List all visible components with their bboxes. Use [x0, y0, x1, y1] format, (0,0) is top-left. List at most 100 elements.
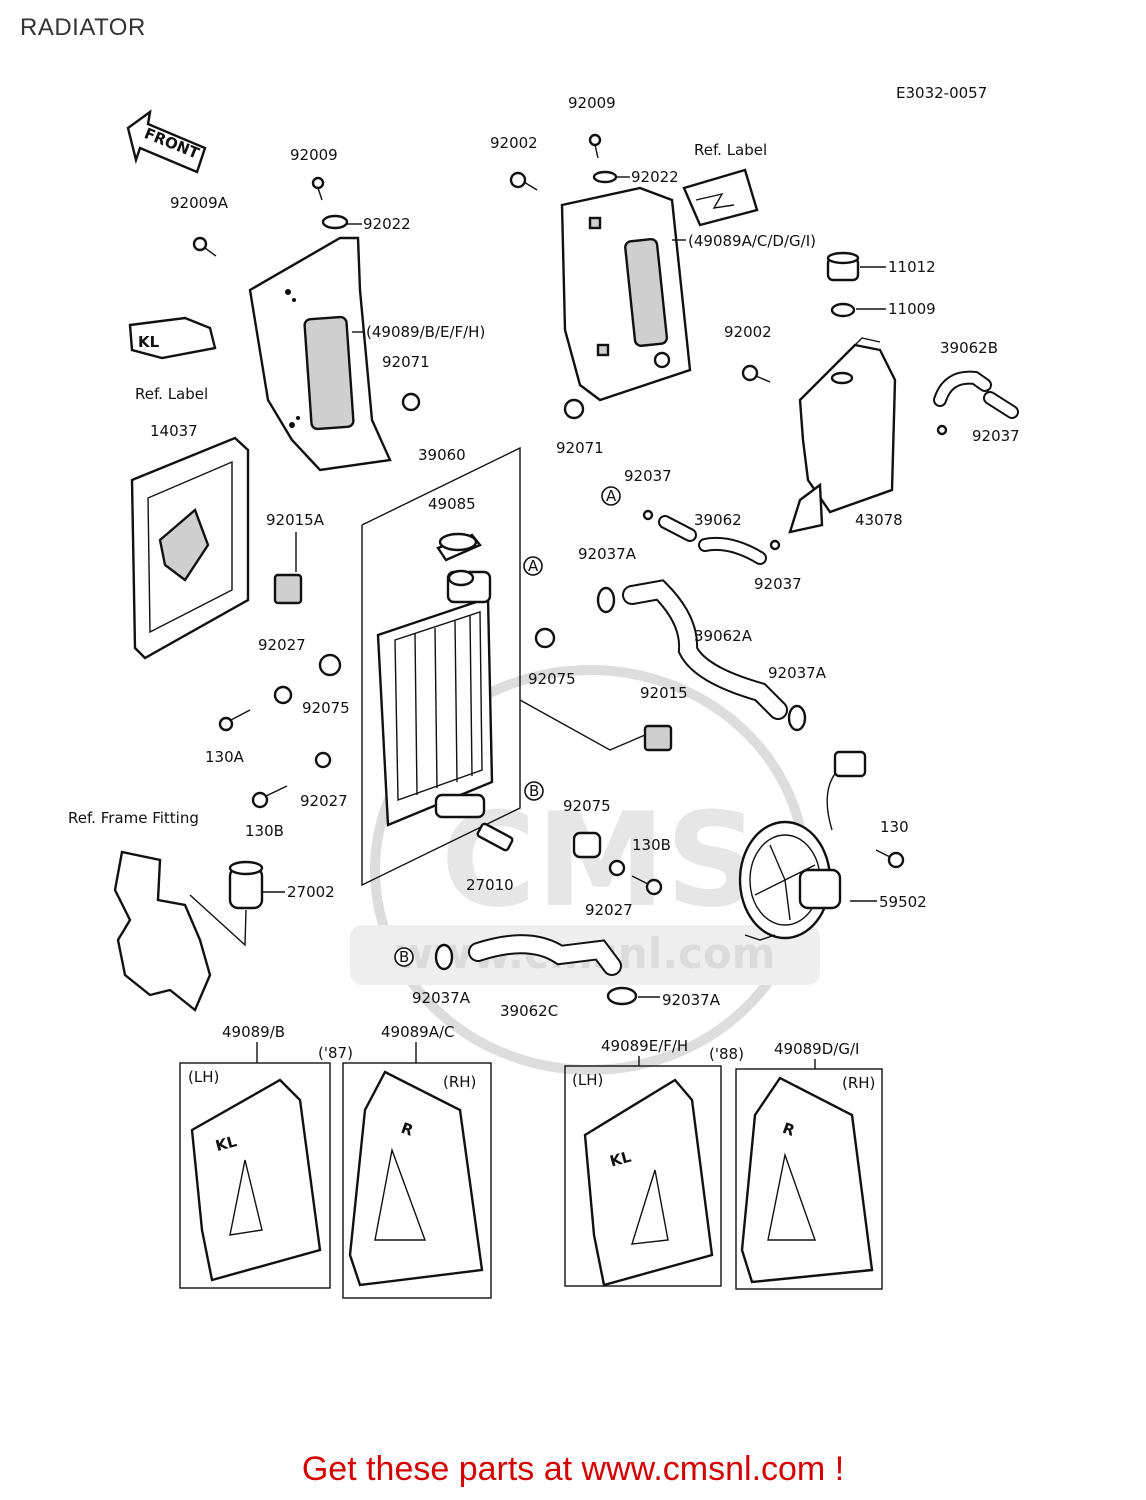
label-ref-frame-fitting: Ref. Frame Fitting [68, 809, 199, 827]
label-92037-mid: 92037 [754, 575, 802, 593]
label-130-right: 130 [880, 818, 909, 836]
variant-box-rh-87 [342, 1062, 492, 1299]
cooling-fan-59502 [738, 750, 867, 941]
clip-92015A [273, 573, 303, 605]
gasket-11009 [830, 302, 856, 318]
ref-badge-b-hose: B [394, 947, 414, 967]
shroud-lh-88-badge: KL [608, 1148, 634, 1171]
collar-92027-top [273, 685, 293, 705]
label-39062: 39062 [694, 511, 742, 529]
label-39062C: 39062C [500, 1002, 558, 1020]
label-shroud-rh-ref: (49089A/C/D/G/I) [688, 232, 816, 250]
washer-92022-right [592, 170, 618, 184]
bolt-130-right [875, 849, 905, 869]
fan-switch-27010 [476, 822, 514, 852]
label-92075-mid: 92075 [528, 670, 576, 688]
front-arrow-icon: FRONT [126, 109, 207, 174]
frame-fitting-bracket [113, 850, 212, 1012]
grommet-92071-left [401, 392, 421, 412]
clamp-92037-tank [936, 424, 948, 436]
label-92022-right: 92022 [631, 168, 679, 186]
badge-b-hose-text: B [399, 948, 409, 966]
clamp-92037A-bottom [606, 986, 638, 1006]
right-radiator-shroud [560, 186, 692, 402]
ref-badge-b-top: B [524, 781, 544, 801]
radiator-bounding-frame [361, 446, 521, 887]
label-92037A-top: 92037A [578, 545, 637, 563]
bolt-92009-right [588, 133, 602, 159]
variant-rh-code-88: 49089D/G/I [774, 1040, 859, 1058]
ref-label-sticker-right [682, 168, 759, 227]
clip-92015 [643, 724, 673, 752]
label-92009-left: 92009 [290, 146, 338, 164]
label-92009A: 92009A [170, 194, 229, 212]
label-ref-label-right: Ref. Label [694, 141, 767, 159]
shroud-rh-88: R [740, 1076, 874, 1284]
clamp-92037A-top [596, 586, 616, 614]
label-92002-mid: 92002 [724, 323, 772, 341]
label-92027-top: 92027 [258, 636, 306, 654]
radiator-cap-49085 [436, 532, 482, 562]
label-59502: 59502 [879, 893, 927, 911]
variant-rh-tag-87: (RH) [443, 1073, 476, 1091]
shroud-lh-88: KL [583, 1078, 714, 1287]
shroud-lh-87: KL [190, 1078, 322, 1282]
ref-badge-a-hose: A [601, 486, 621, 506]
label-49085: 49085 [428, 495, 476, 513]
label-92037-top: 92037 [624, 467, 672, 485]
variant-group-1988: 49089E/F/H 49089D/G/I ('88) (LH) (RH) KL… [564, 1037, 883, 1290]
collar-92027-low [608, 859, 626, 877]
bolt-92002-mid [741, 364, 771, 383]
label-ref-label-left: Ref. Label [135, 385, 208, 403]
promo-banner: Get these parts at www.cmsnl.com ! [0, 1450, 1146, 1489]
variant-group-1987: 49089/B 49089A/C ('87) (LH) (RH) KL R [179, 1023, 492, 1299]
reservoir-tank-43078 [788, 337, 897, 534]
watermark-brand: CMS [441, 784, 759, 936]
left-radiator-shroud [248, 236, 392, 472]
hose-39062A [622, 579, 788, 720]
label-92071-right: 92071 [556, 439, 604, 457]
shroud-rh-87: R [348, 1070, 484, 1287]
label-92009-right: 92009 [568, 94, 616, 112]
label-14037: 14037 [150, 422, 198, 440]
label-92027-mid: 92027 [300, 792, 348, 810]
washer-92022-left [321, 214, 349, 230]
label-43078: 43078 [855, 511, 903, 529]
bolt-130A [218, 709, 251, 732]
variant-lh-tag-87: (LH) [188, 1068, 219, 1086]
bolt-92009-left [311, 176, 325, 201]
variant-rh-code-87: 49089A/C [381, 1023, 455, 1041]
label-27010: 27010 [466, 876, 514, 894]
bolt-130B-left [251, 785, 288, 809]
hose-39062B [933, 370, 1019, 419]
variant-box-lh-88 [564, 1065, 722, 1287]
label-92037-tank: 92037 [972, 427, 1020, 445]
label-92022-left: 92022 [363, 215, 411, 233]
label-92037A-bottom: 92037A [662, 991, 721, 1009]
page-title: RADIATOR [20, 14, 146, 41]
label-92002-top: 92002 [490, 134, 538, 152]
label-shroud-lh-ref: (49089/B/E/F/H) [366, 323, 485, 341]
variant-year-87: ('87) [318, 1044, 353, 1062]
clamp-92037A-low [434, 943, 454, 971]
label-92075-low: 92075 [563, 797, 611, 815]
label-130B-left: 130B [245, 822, 284, 840]
hose-39062 [658, 515, 767, 565]
variant-year-88: ('88) [709, 1045, 744, 1063]
grommet-92075-low [572, 831, 602, 859]
badge-a-hose-text: A [606, 487, 617, 505]
grommet-92071-right [563, 398, 585, 420]
grommet-92075-mid [534, 627, 556, 649]
label-39062B: 39062B [940, 339, 998, 357]
variant-lh-tag-88: (LH) [572, 1071, 603, 1089]
label-11009: 11009 [888, 300, 936, 318]
promo-link[interactable]: Get these parts at www.cmsnl.com ! [301, 1450, 845, 1488]
kl-ref-label-sticker: KL [128, 316, 217, 360]
relay-27002 [228, 860, 264, 910]
watermark: CMS www.cmsnl.com [350, 665, 820, 1075]
grommet-92075-left [318, 653, 342, 677]
kl-sticker-text: KL [138, 333, 160, 351]
label-27002: 27002 [287, 883, 335, 901]
bolt-92002-top [509, 171, 538, 191]
